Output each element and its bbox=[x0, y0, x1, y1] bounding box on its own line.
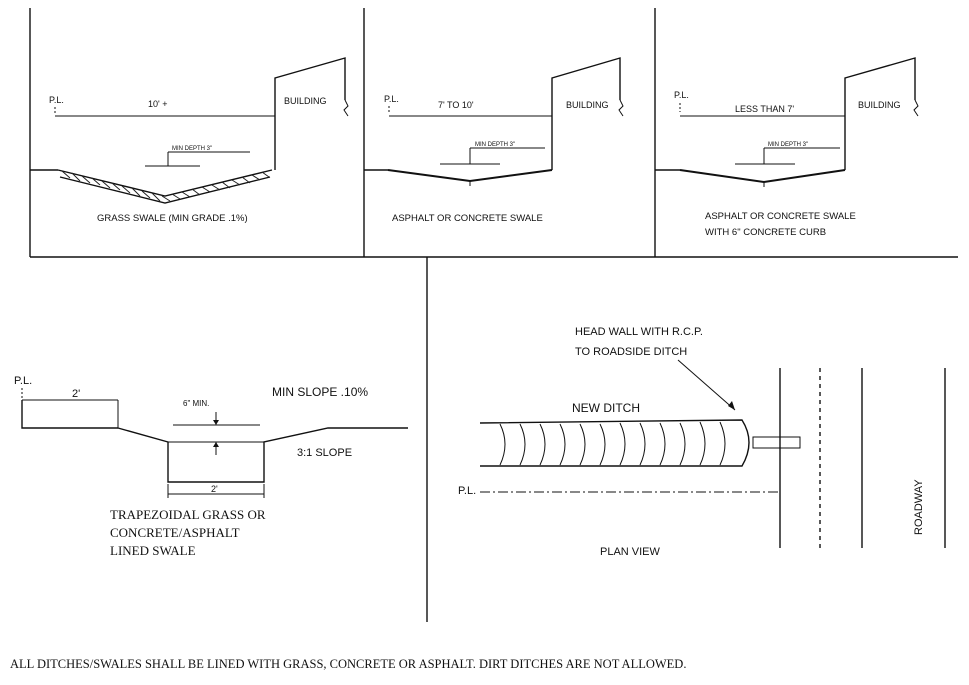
rcp-pipe bbox=[752, 436, 801, 449]
footer-note: ALL DITCHES/SWALES SHALL BE LINED WITH G… bbox=[10, 657, 686, 671]
headwall-leader bbox=[677, 359, 736, 411]
side-slope-label: 3:1 SLOPE bbox=[297, 447, 352, 459]
trap-caption-2: CONCRETE/ASPHALT bbox=[110, 525, 240, 540]
depth-arrow-top bbox=[213, 420, 219, 425]
swale-surface bbox=[387, 169, 553, 183]
pl-label: P.L. bbox=[458, 485, 476, 497]
building-outline bbox=[274, 57, 346, 170]
pl-label: P.L. bbox=[14, 375, 32, 387]
trapezoidal-swale-section: P.L. 2' 6" MIN. MIN SLOPE .10% 3:1 SLOPE… bbox=[14, 375, 408, 558]
building-break bbox=[618, 99, 624, 117]
swale-liner-bottom bbox=[59, 176, 271, 204]
width-dimension: LESS THAN 7' bbox=[735, 104, 794, 114]
plan-view-caption: PLAN VIEW bbox=[600, 546, 661, 558]
curb-swale-section: P.L. LESS THAN 7' BUILDING MIN DEPTH 3" … bbox=[655, 57, 919, 238]
grass-swale-caption: GRASS SWALE (MIN GRADE .1%) bbox=[97, 213, 248, 224]
leader-arrow bbox=[728, 401, 735, 410]
headwall-label-2: TO ROADSIDE DITCH bbox=[575, 346, 687, 358]
offset-dimension: 2' bbox=[72, 388, 80, 400]
grass-hatch bbox=[61, 170, 270, 202]
min-depth-label: MIN DEPTH 3" bbox=[172, 146, 212, 152]
building-break bbox=[913, 99, 919, 117]
pl-label: P.L. bbox=[49, 95, 64, 105]
pl-label: P.L. bbox=[674, 90, 689, 100]
curb-swale-caption-2: WITH 6" CONCRETE CURB bbox=[705, 227, 826, 238]
grass-swale-section: P.L. 10' + BUILDING MIN DEPTH 3" GRASS S… bbox=[30, 57, 349, 224]
min-slope-label: MIN SLOPE .10% bbox=[272, 385, 368, 399]
trap-caption-3: LINED SWALE bbox=[110, 543, 196, 558]
plan-view-section: HEAD WALL WITH R.C.P. TO ROADSIDE DITCH … bbox=[458, 326, 946, 558]
asphalt-swale-caption: ASPHALT OR CONCRETE SWALE bbox=[392, 213, 543, 224]
trap-offset-left bbox=[21, 400, 118, 429]
building-break bbox=[343, 99, 349, 117]
building-outline bbox=[551, 57, 621, 170]
bottom-dimension: 2' bbox=[211, 484, 218, 494]
asphalt-swale-section: P.L. 7' TO 10' BUILDING MIN DEPTH 3" ASP… bbox=[364, 57, 624, 224]
building-outline bbox=[844, 57, 916, 170]
building-label: BUILDING bbox=[858, 100, 901, 110]
swale-surface bbox=[57, 169, 273, 197]
pl-label: P.L. bbox=[384, 94, 399, 104]
curb-swale-caption-1: ASPHALT OR CONCRETE SWALE bbox=[705, 211, 856, 222]
building-label: BUILDING bbox=[566, 100, 609, 110]
trapezoid-profile bbox=[117, 427, 408, 483]
panel-frames bbox=[29, 8, 958, 622]
building-label: BUILDING bbox=[284, 96, 327, 106]
swale-surface bbox=[679, 169, 846, 184]
roadway-label: ROADWAY bbox=[913, 479, 925, 535]
min-depth-label: MIN DEPTH 3" bbox=[768, 142, 808, 148]
new-ditch-label: NEW DITCH bbox=[572, 401, 640, 415]
min-depth-label: MIN DEPTH 3" bbox=[475, 142, 515, 148]
ditch-hatch bbox=[499, 421, 726, 466]
headwall-label-1: HEAD WALL WITH R.C.P. bbox=[575, 326, 703, 338]
depth-label: 6" MIN. bbox=[183, 399, 209, 408]
width-dimension: 7' TO 10' bbox=[438, 100, 474, 110]
depth-arrow-bottom bbox=[213, 442, 219, 447]
trap-caption-1: TRAPEZOIDAL GRASS OR bbox=[110, 507, 266, 522]
ditch-outline bbox=[479, 419, 750, 467]
width-dimension: 10' + bbox=[148, 99, 168, 109]
